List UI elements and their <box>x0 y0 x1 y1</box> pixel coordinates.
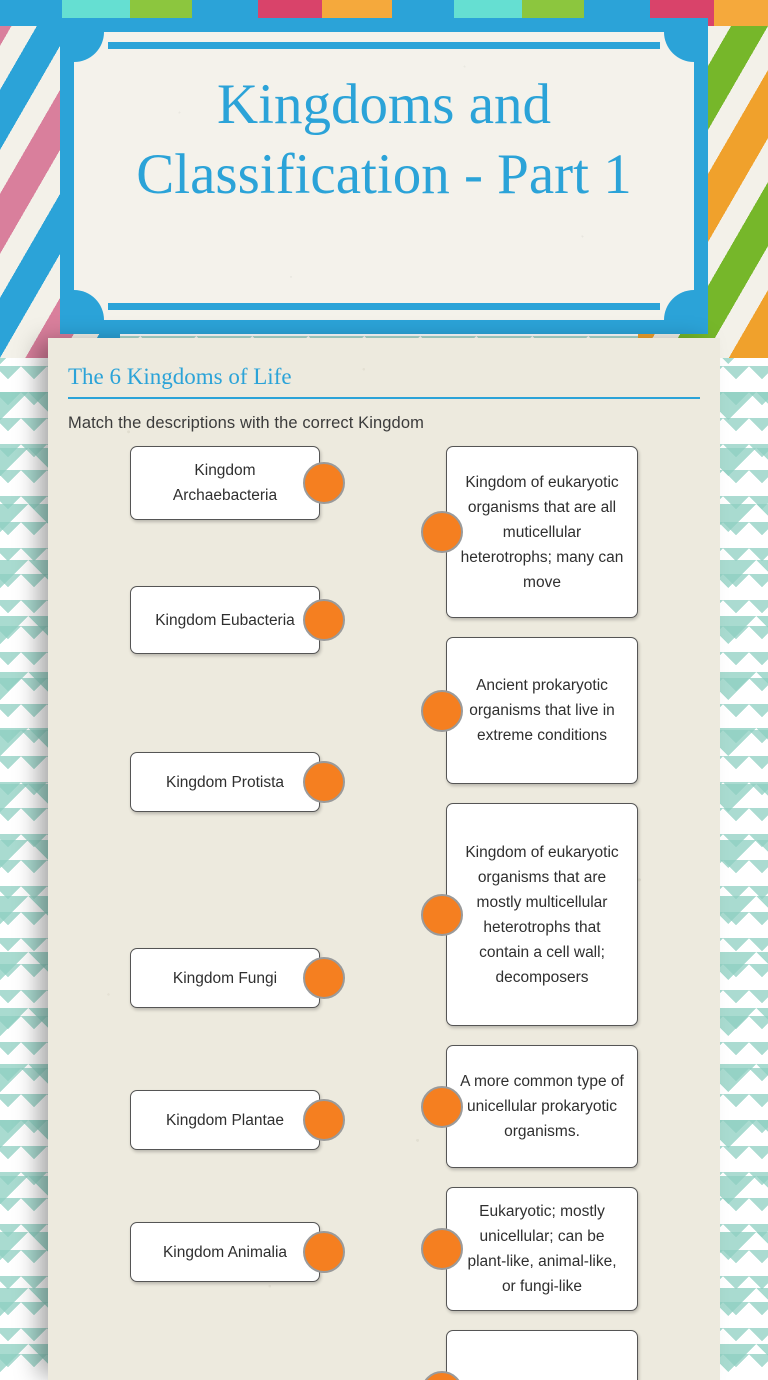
match-term-box[interactable]: Kingdom Protista <box>130 752 345 812</box>
match-term-box[interactable]: Kingdom Fungi <box>130 948 345 1008</box>
match-description-box[interactable]: Ancient prokaryotic organisms that live … <box>421 637 638 784</box>
match-term-label: Kingdom Archaebacteria <box>172 462 278 504</box>
worksheet-content-card: The 6 Kingdoms of Life Match the descrip… <box>48 338 720 1380</box>
match-term-label: Kingdom Protista <box>165 773 285 791</box>
instruction-text: Match the descriptions with the correct … <box>68 414 424 432</box>
match-connector-dot[interactable] <box>421 689 463 732</box>
match-term-label: Kingdom Eubacteria <box>155 611 295 629</box>
column-spacer <box>130 812 131 948</box>
match-description-label: Kingdom of eukaryotic organisms that are… <box>465 843 619 986</box>
banner-rule-top <box>108 42 660 49</box>
chip-orange <box>714 0 768 26</box>
column-spacer <box>446 784 447 803</box>
column-spacer <box>130 1008 131 1090</box>
match-term-label: Kingdom Animalia <box>162 1243 288 1261</box>
match-connector-dot[interactable] <box>421 893 463 936</box>
match-connector-dot[interactable] <box>421 1228 463 1270</box>
match-description-box[interactable]: Eukaryotic; mostly unicellular; can be p… <box>421 1187 638 1311</box>
match-description-box[interactable]: Kingdom of eukaryotic <box>421 1330 638 1380</box>
column-spacer <box>130 1150 131 1222</box>
match-description-label: Eukaryotic; mostly unicellular; can be p… <box>467 1203 617 1295</box>
match-term-box[interactable]: Kingdom Eubacteria <box>130 586 345 654</box>
match-connector-dot[interactable] <box>421 511 463 553</box>
match-connector-dot[interactable] <box>303 599 345 641</box>
column-spacer <box>446 1168 447 1187</box>
match-connector-dot[interactable] <box>303 462 345 504</box>
match-connector-dot[interactable] <box>421 1370 463 1380</box>
matching-column-descriptions: Kingdom of eukaryotic organisms that are… <box>421 446 638 1380</box>
title-banner: Kingdoms and Classification - Part 1 <box>60 18 708 334</box>
match-term-box[interactable]: Kingdom Archaebacteria <box>130 446 345 520</box>
match-connector-dot[interactable] <box>303 761 345 803</box>
column-spacer <box>130 520 131 586</box>
section-title-underline <box>68 397 700 399</box>
section-title: The 6 Kingdoms of Life <box>68 364 292 389</box>
match-term-box[interactable]: Kingdom Animalia <box>130 1222 345 1282</box>
title-banner-paper <box>74 32 694 320</box>
match-description-box[interactable]: Kingdom of eukaryotic organisms that are… <box>421 803 638 1026</box>
column-spacer <box>446 1026 447 1045</box>
chip-blue <box>0 0 62 26</box>
match-term-label: Kingdom Fungi <box>172 969 278 987</box>
match-description-label: Ancient prokaryotic organisms that live … <box>469 677 615 744</box>
match-connector-dot[interactable] <box>303 1231 345 1273</box>
column-spacer <box>446 618 447 637</box>
match-connector-dot[interactable] <box>303 957 345 999</box>
match-description-box[interactable]: A more common type of unicellular prokar… <box>421 1045 638 1168</box>
banner-rule-bottom <box>108 303 660 310</box>
page-title: Kingdoms and Classification - Part 1 <box>136 73 632 206</box>
column-spacer <box>130 654 131 752</box>
match-description-box[interactable]: Kingdom of eukaryotic organisms that are… <box>421 446 638 618</box>
match-description-label: A more common type of unicellular prokar… <box>460 1073 624 1140</box>
match-connector-dot[interactable] <box>303 1099 345 1141</box>
match-description-label: Kingdom of eukaryotic organisms that are… <box>460 473 624 591</box>
column-spacer <box>446 1311 447 1330</box>
match-term-label: Kingdom Plantae <box>165 1111 285 1129</box>
match-term-box[interactable]: Kingdom Plantae <box>130 1090 345 1150</box>
match-connector-dot[interactable] <box>421 1085 463 1128</box>
